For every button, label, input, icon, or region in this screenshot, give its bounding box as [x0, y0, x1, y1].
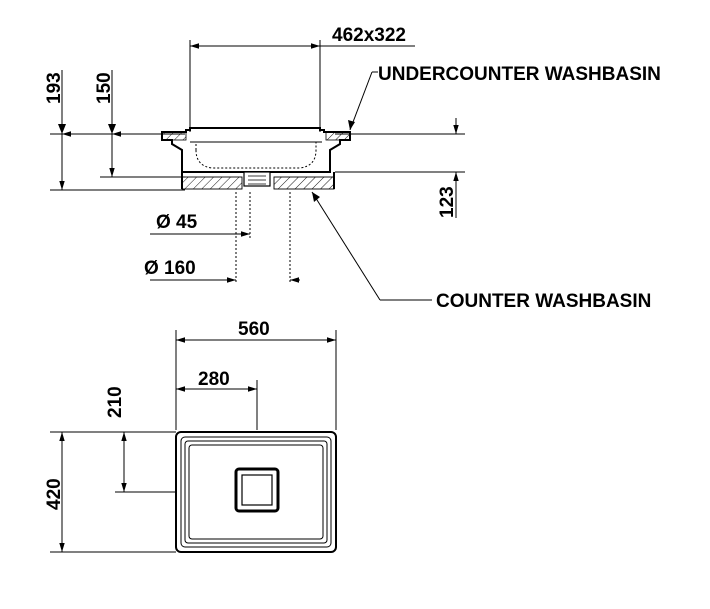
plan-basin: [175, 431, 337, 553]
plan-depth-label: 420: [44, 478, 65, 510]
drain-dimensions: Ø 45 Ø 160: [144, 192, 300, 283]
height-dimensions: 193 150: [44, 70, 185, 191]
plan-width-label: 560: [238, 319, 270, 340]
side-view: 462x322 193 150 123: [44, 25, 661, 312]
plan-depth-dimensions: 420 210: [44, 386, 176, 553]
callouts: UNDERCOUNTER WASHBASIN COUNTER WASHBASIN: [311, 64, 661, 312]
under-height-dimension: 123: [335, 118, 465, 218]
top-dimension: 462x322: [189, 25, 415, 132]
plan-half-depth-label: 210: [105, 386, 126, 418]
height-total-label: 193: [44, 72, 65, 104]
height-bowl-label: 150: [94, 72, 115, 104]
height-under-label: 123: [437, 186, 458, 218]
drain-clearance-label: 160: [164, 258, 196, 279]
diameter-symbol-large: Ø: [144, 258, 159, 279]
plan-view: 560 280 420 210: [44, 319, 337, 553]
undercounter-label: UNDERCOUNTER WASHBASIN: [378, 64, 661, 85]
plan-width-dimensions: 560 280: [175, 319, 337, 430]
top-dimension-label: 462x322: [332, 25, 406, 46]
counter-label: COUNTER WASHBASIN: [436, 291, 651, 312]
basin-profile: [161, 127, 351, 190]
diameter-symbol-small: Ø: [156, 212, 171, 233]
drain-diameter-label: 45: [176, 212, 198, 233]
plan-half-width-label: 280: [198, 369, 230, 390]
